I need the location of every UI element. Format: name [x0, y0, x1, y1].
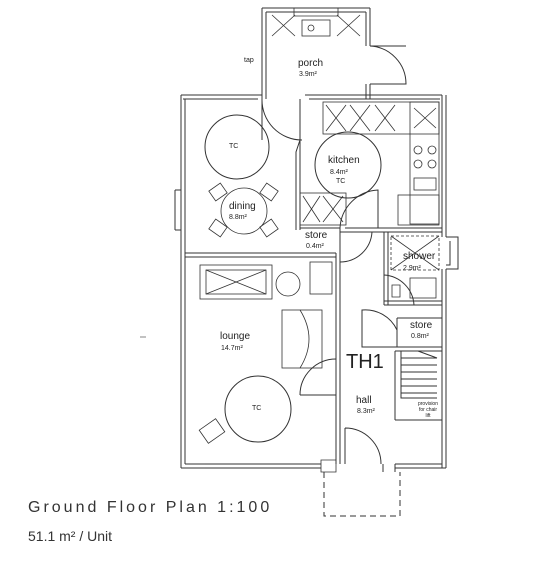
plan-area-caption: 51.1 m² / Unit — [28, 528, 113, 544]
lounge-furniture — [198, 261, 333, 444]
kitchen-units — [271, 14, 440, 226]
store1-area: 0.4m² — [306, 243, 324, 250]
kitchen-name: kitchen — [328, 155, 360, 166]
hall-name: hall — [356, 395, 372, 406]
porch-area: 3.9m² — [299, 71, 317, 78]
lounge-area: 14.7m² — [221, 345, 243, 352]
doors — [261, 45, 415, 472]
porch-name: porch — [298, 58, 324, 69]
tc-label-lounge: TC — [252, 405, 262, 412]
dining-area: 8.8m² — [229, 214, 247, 221]
store1-name: store — [305, 230, 328, 241]
lounge-name: lounge — [220, 331, 251, 342]
store2-name: store — [410, 320, 433, 331]
chair-lift-note: provision for chair lift — [413, 401, 443, 419]
windows — [205, 8, 339, 473]
kitchen-tc: TC — [336, 178, 346, 185]
dining-name: dining — [229, 201, 256, 212]
entrance-path — [323, 472, 401, 517]
unit-label: TH1 — [346, 351, 384, 373]
plan-title: Ground Floor Plan 1:100 — [28, 499, 273, 516]
dining-table — [208, 182, 279, 238]
kitchen-area: 8.4m² — [330, 169, 348, 176]
hall-area: 8.3m² — [357, 408, 375, 415]
store2-area: 0.8m² — [411, 333, 429, 340]
tap-label: tap — [244, 57, 254, 64]
shower-fixtures — [390, 235, 440, 299]
interior-walls — [185, 99, 442, 464]
turning-circles — [204, 114, 382, 443]
chair-lift-note-line-1: provision — [417, 401, 438, 407]
chair-lift-note-line-2: for chair — [418, 407, 438, 413]
shower-name: shower — [403, 251, 436, 262]
chair-lift-note-line-3: lift — [425, 413, 431, 419]
tc-label-dining: TC — [229, 143, 239, 150]
shower-area: 2.9m² — [403, 265, 421, 272]
